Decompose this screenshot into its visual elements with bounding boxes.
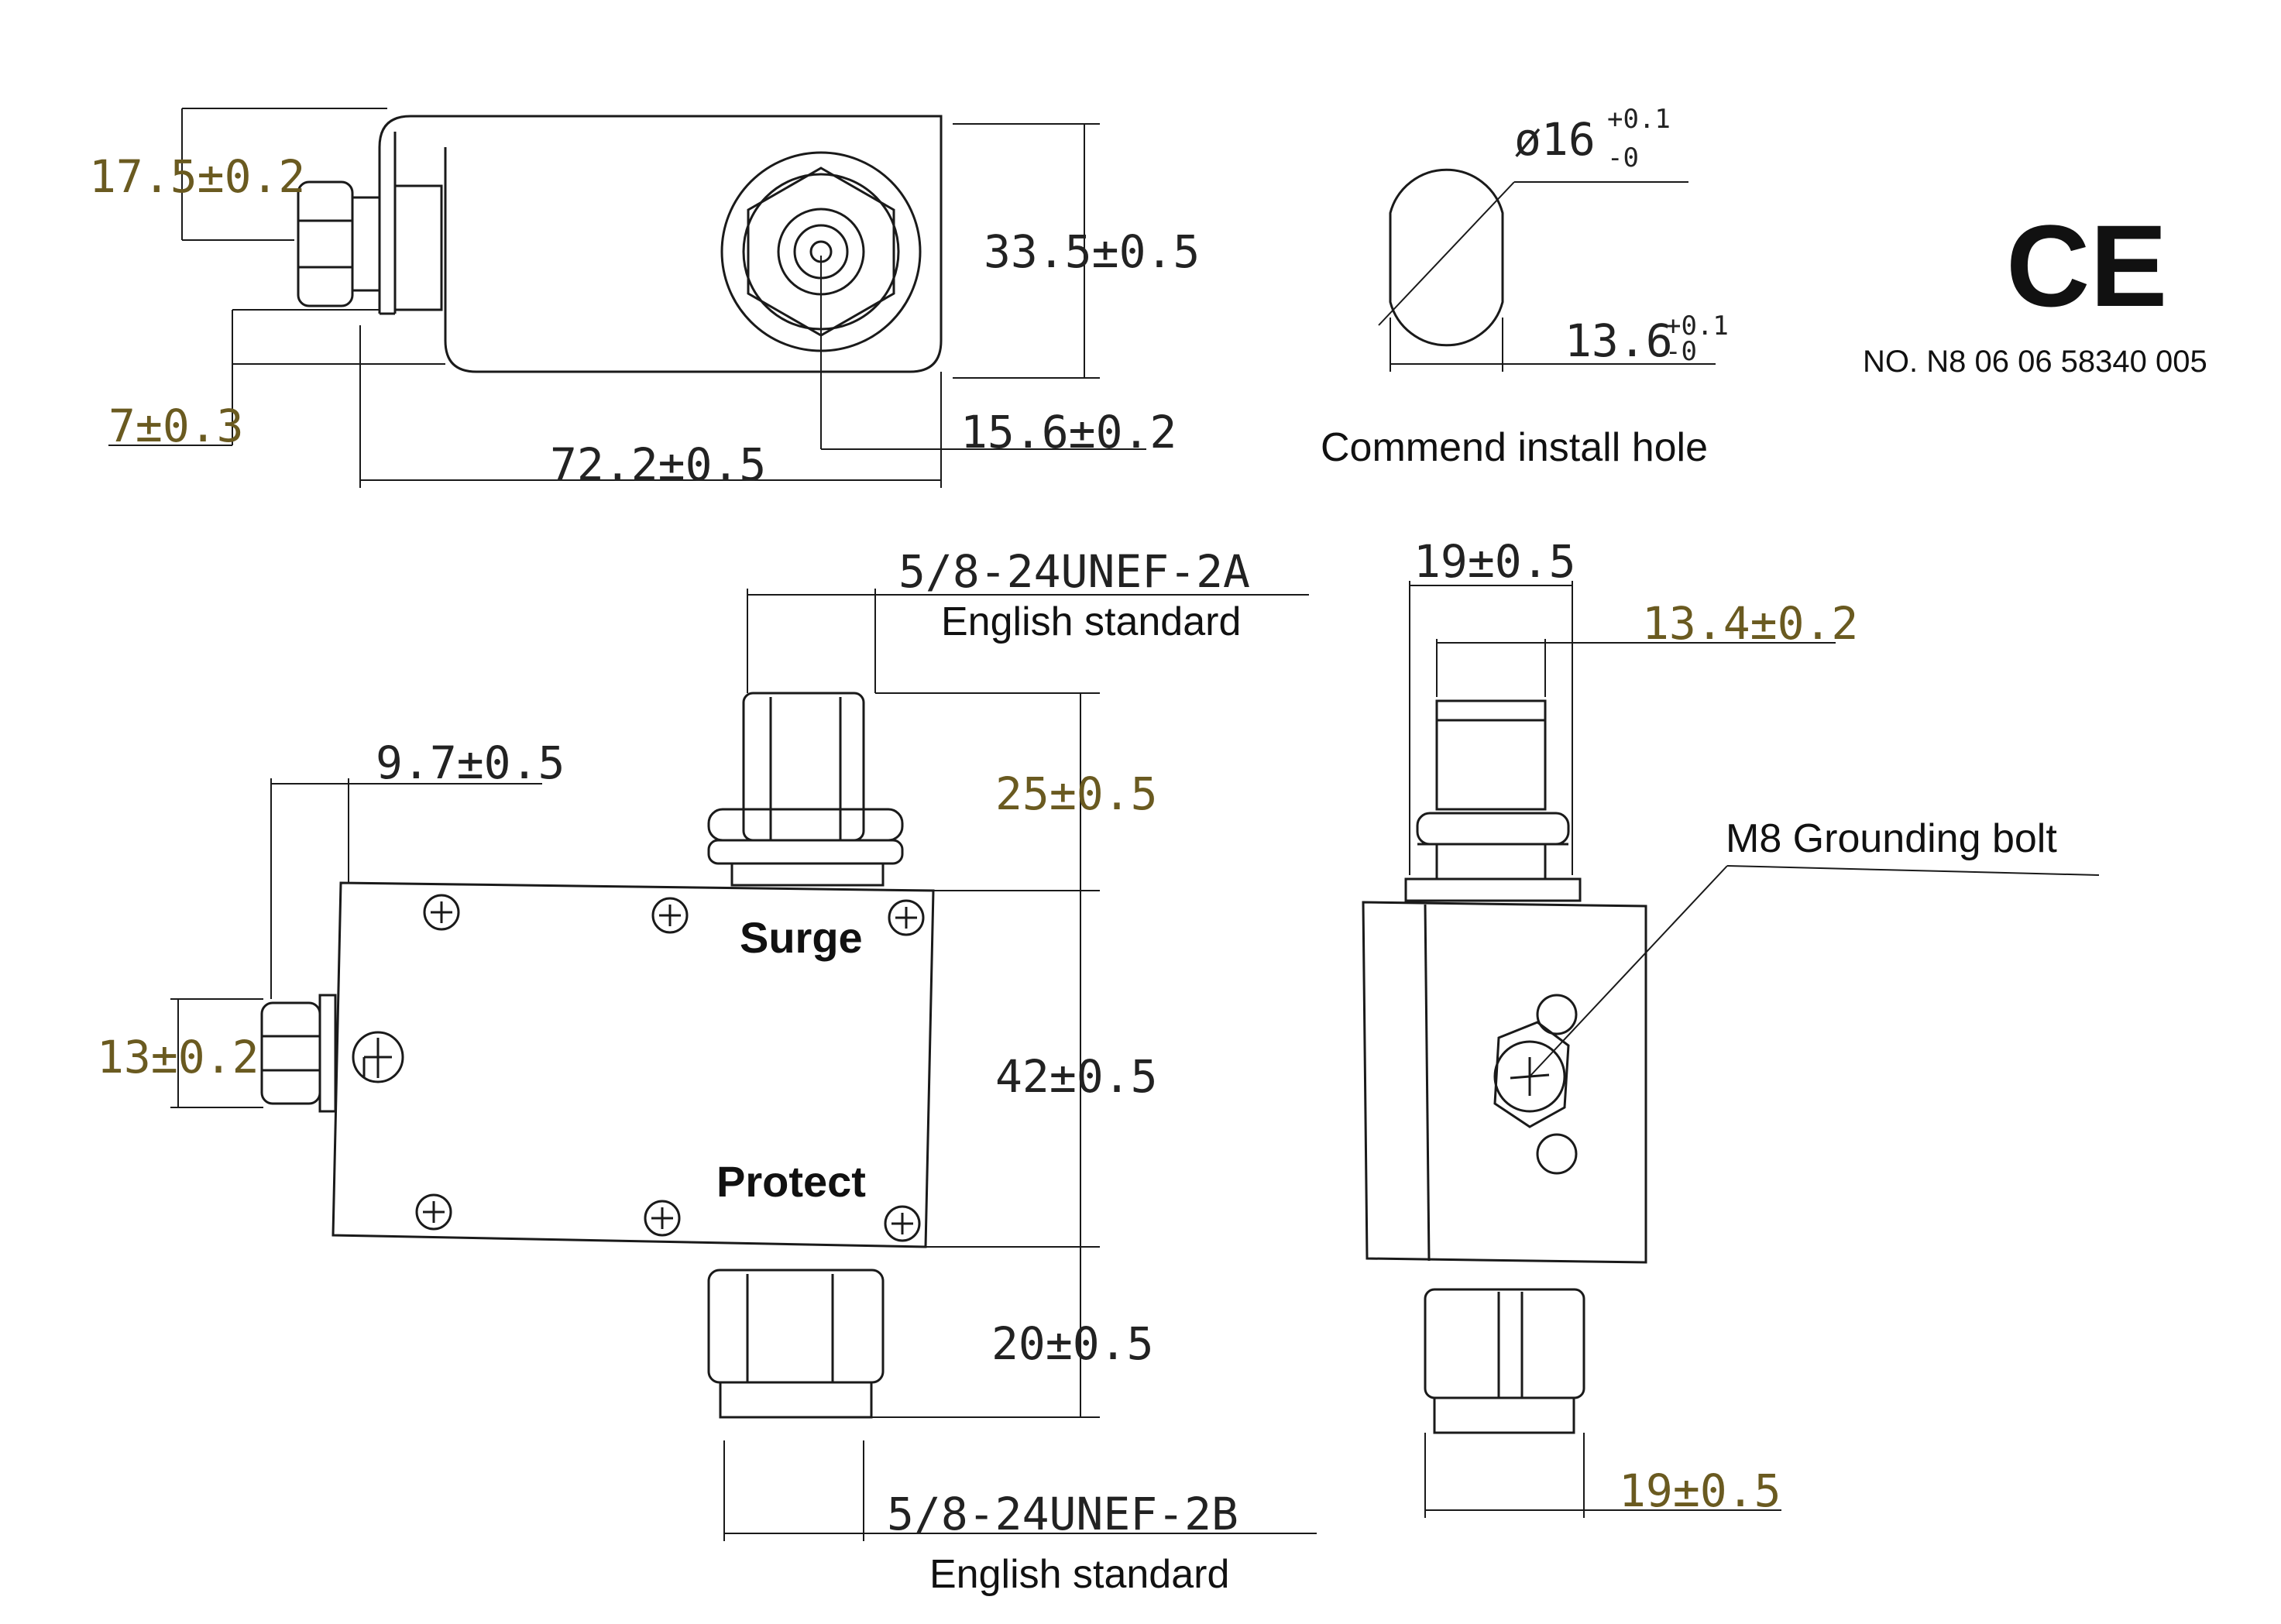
hole-diameter-tol-upper: +0.1 bbox=[1607, 104, 1671, 135]
ce-mark: CE bbox=[2006, 201, 2167, 331]
hole-flat-tol-lower: -0 bbox=[1665, 336, 1697, 367]
label-protect: Protect bbox=[716, 1157, 866, 1206]
install-hole-caption: Commend install hole bbox=[1321, 425, 1708, 470]
hole-flat-tol-upper: +0.1 bbox=[1665, 311, 1729, 342]
install-hole-view: ø16 +0.1 -0 13.6 +0.1 -0 Commend install… bbox=[1321, 104, 1729, 470]
dim-13: 13±0.2 bbox=[97, 1031, 259, 1083]
dim-13-4: 13.4±0.2 bbox=[1642, 597, 1858, 650]
top-view: 17.5±0.2 33.5±0.5 7±0.3 72.2±0.5 15.6±0.… bbox=[89, 108, 1200, 491]
dim-19-bottom: 19±0.5 bbox=[1619, 1464, 1781, 1517]
front-view: Surge Protect 5/8-24UNEF-2A English stan… bbox=[97, 545, 1317, 1597]
screw-icon bbox=[415, 1193, 452, 1231]
ground-symbol-icon bbox=[352, 1031, 404, 1083]
screw-icon bbox=[651, 897, 689, 934]
dim-42: 42±0.5 bbox=[995, 1050, 1158, 1103]
dim-20: 20±0.5 bbox=[991, 1317, 1154, 1370]
thread-bottom-caption: English standard bbox=[929, 1552, 1229, 1597]
hole-flat: 13.6 bbox=[1565, 314, 1673, 367]
dim-72-2: 72.2±0.5 bbox=[550, 438, 766, 491]
thread-bottom: 5/8-24UNEF-2B bbox=[887, 1488, 1238, 1540]
dim-9-7: 9.7±0.5 bbox=[376, 736, 565, 789]
screw-icon bbox=[884, 1205, 921, 1242]
thread-top-caption: English standard bbox=[941, 599, 1241, 644]
grounding-bolt-label: M8 Grounding bolt bbox=[1726, 816, 2057, 861]
dim-25: 25±0.5 bbox=[995, 767, 1158, 820]
label-surge: Surge bbox=[740, 913, 863, 962]
dim-33-5: 33.5±0.5 bbox=[984, 225, 1200, 278]
hole-diameter: ø16 bbox=[1514, 113, 1596, 166]
screw-icon bbox=[644, 1200, 681, 1237]
screw-icon bbox=[888, 899, 925, 936]
thread-top: 5/8-24UNEF-2A bbox=[898, 545, 1250, 598]
dim-7: 7±0.3 bbox=[108, 400, 244, 452]
dim-17-5: 17.5±0.2 bbox=[89, 150, 305, 203]
certificate-number: NO. N8 06 06 58340 005 bbox=[1863, 345, 2207, 379]
screw-icon bbox=[423, 894, 460, 931]
dim-15-6: 15.6±0.2 bbox=[960, 406, 1177, 458]
side-view: 19±0.5 13.4±0.2 M8 Grounding bolt 19±0.5 bbox=[1362, 535, 2100, 1518]
hole-diameter-tol-lower: -0 bbox=[1607, 142, 1639, 173]
ce-certification: CE NO. N8 06 06 58340 005 bbox=[1863, 201, 2207, 379]
dim-19-top: 19±0.5 bbox=[1414, 535, 1576, 588]
